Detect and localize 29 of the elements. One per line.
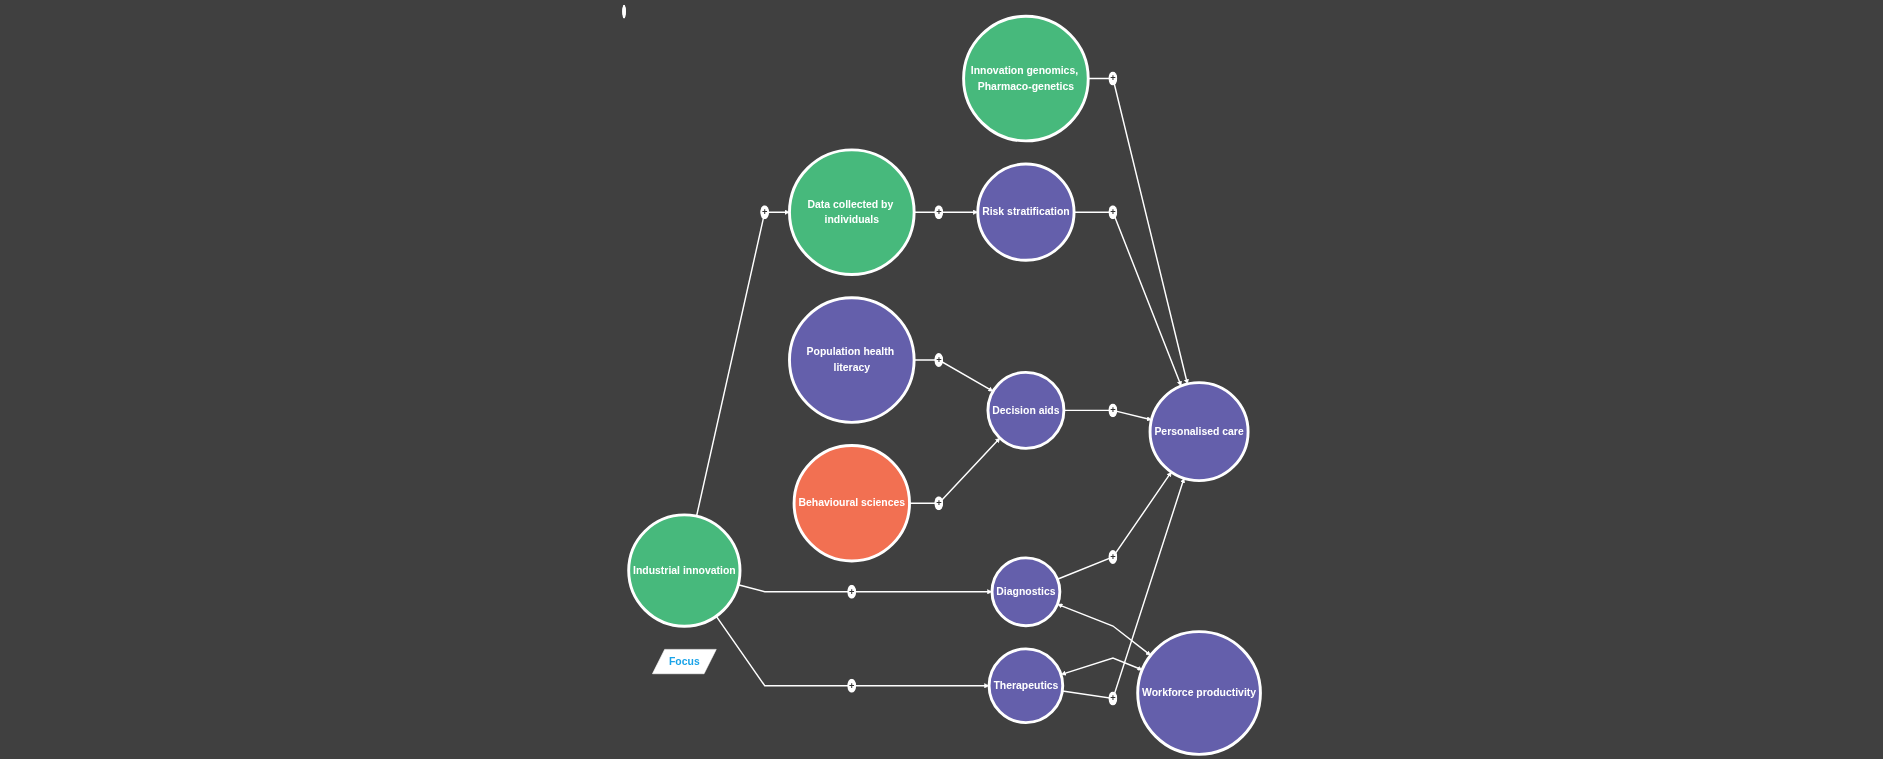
node-circle: Diagnostics	[990, 556, 1062, 628]
arrow	[1056, 471, 1172, 580]
node-circle: Industrial innovation	[627, 513, 742, 628]
arrow	[1061, 478, 1186, 700]
edge-label: +	[936, 206, 942, 217]
edge-label: +	[762, 206, 768, 217]
node-circle: Data collected by individuals	[788, 148, 916, 276]
node-circle: Population health literacy	[788, 296, 916, 424]
arrow	[1061, 657, 1143, 676]
node-circle: Personalised care	[1148, 381, 1250, 483]
node-circle: Behavioural sciences	[792, 444, 912, 563]
edge-label: +	[1110, 405, 1116, 415]
edge-label: +	[849, 586, 855, 597]
node-circle: Innovation genomics, Pharmaco-genetics	[962, 14, 1090, 143]
edge-label: +	[1110, 551, 1116, 562]
edge-label: +	[1110, 693, 1116, 704]
edge-label: +	[849, 680, 855, 691]
edge-label: +	[1110, 73, 1116, 84]
arrow	[1073, 211, 1182, 387]
node-circle: Workforce productivity	[1136, 630, 1262, 756]
node-circle: Decision aids	[986, 370, 1066, 450]
arrow	[695, 209, 790, 517]
edge-label: +	[936, 354, 942, 365]
arrow	[1063, 409, 1152, 422]
arrow	[1057, 603, 1151, 656]
node-circle: Risk stratification	[976, 162, 1076, 262]
edge-label: +	[936, 498, 942, 508]
edge-label: +	[1110, 206, 1116, 217]
node-circle: Therapeutics	[987, 647, 1065, 725]
